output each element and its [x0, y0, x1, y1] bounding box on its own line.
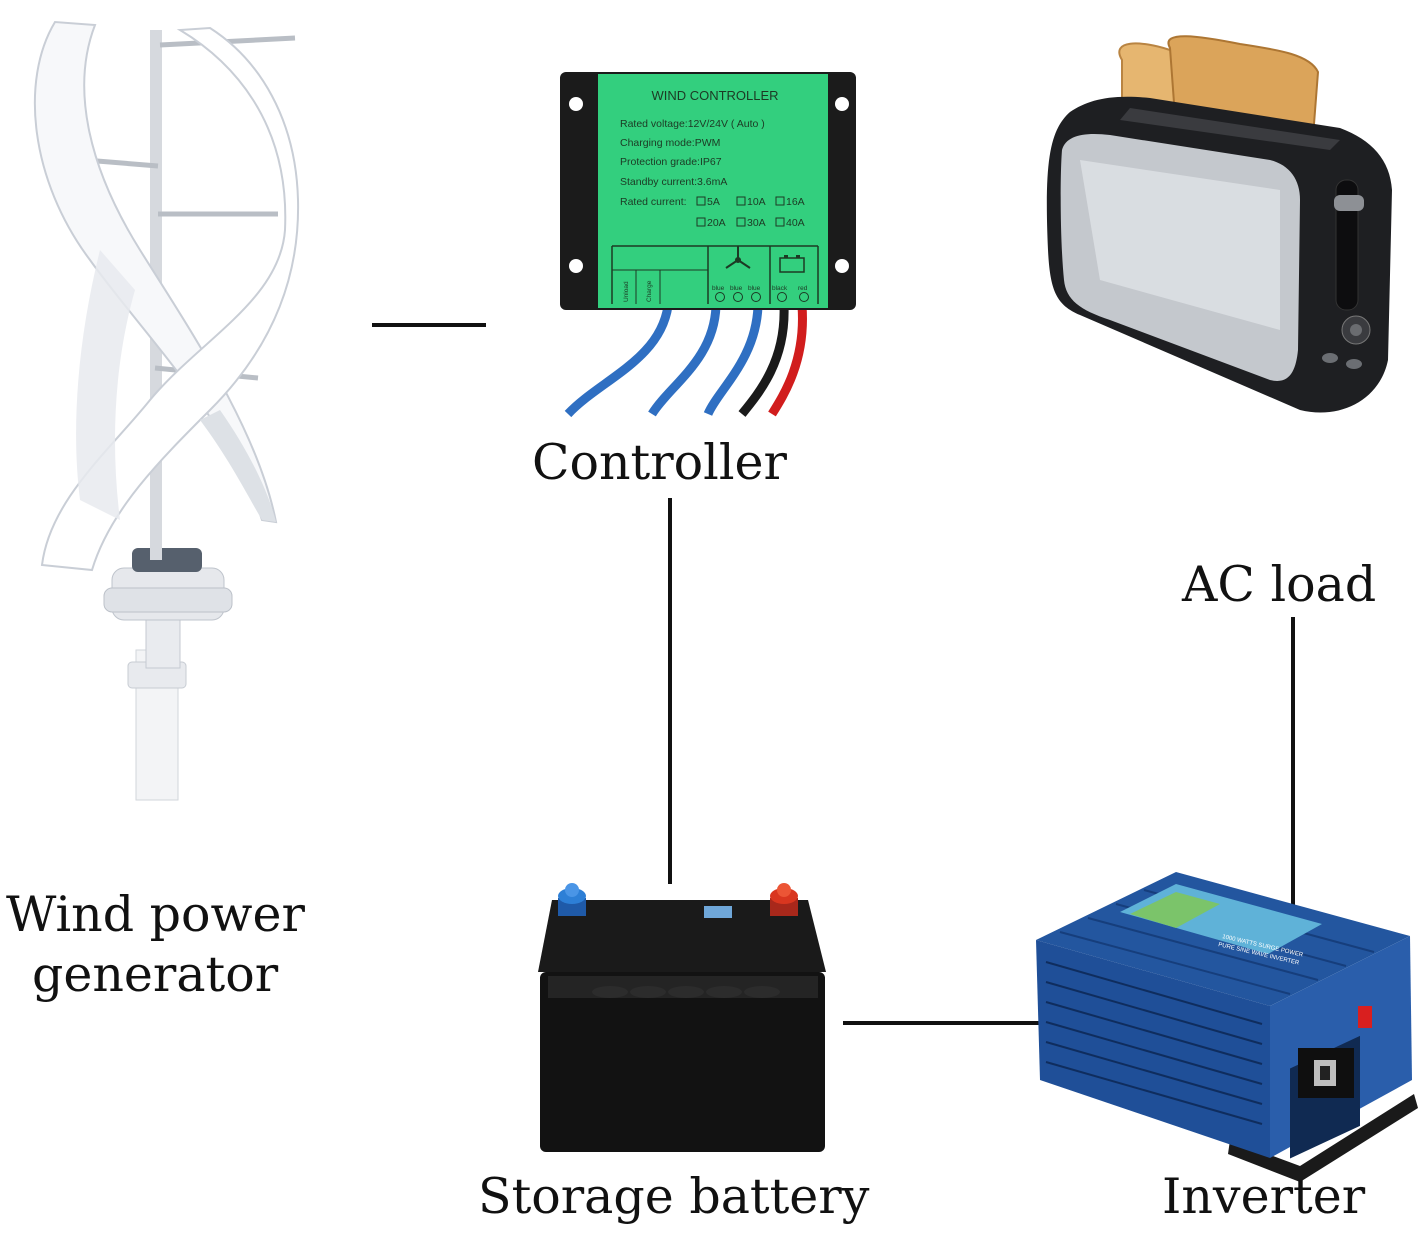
current-option-checkboxes [696, 196, 785, 227]
current-option-5a: 5A [707, 196, 720, 208]
controller-standby-current: Standby current:3.6mA [620, 176, 727, 188]
current-option-16a: 16A [786, 196, 805, 208]
label-wind-generator-line1: Wind power [6, 886, 305, 943]
controller-rated-current-label: Rated current: [620, 196, 687, 208]
wire-blue-3 [703, 305, 763, 416]
label-inverter: Inverter [1162, 1168, 1366, 1225]
label-storage-battery: Storage battery [478, 1168, 870, 1225]
controller-protection-grade: Protection grade:IP67 [620, 156, 722, 168]
wind-turbine-illustration [33, 20, 300, 801]
label-wind-generator-line2: generator [32, 946, 279, 1003]
battery-illustration [538, 883, 826, 1152]
controller-charge-label: Charge [646, 280, 653, 302]
controller-unload-label: Unload [623, 281, 630, 302]
wire-red [768, 305, 807, 417]
wire-label-red: red [798, 285, 808, 292]
controller-illustration: WIND CONTROLLER Rated voltage:12V/24V ( … [560, 72, 856, 418]
current-option-20a: 20A [707, 217, 726, 229]
toaster-illustration [1046, 35, 1392, 413]
label-controller: Controller [532, 434, 787, 491]
controller-title: WIND CONTROLLER [651, 88, 778, 103]
wire-label-blue-1: blue [712, 285, 725, 292]
current-option-30a: 30A [747, 217, 766, 229]
controller-rated-voltage: Rated voltage:12V/24V ( Auto ) [620, 118, 765, 130]
wire-black [738, 305, 789, 417]
wire-label-black: black [772, 285, 788, 292]
wire-label-blue-3: blue [748, 285, 761, 292]
inverter-illustration: 1000 WATTS SURGE POWER PURE SINE WAVE IN… [1036, 872, 1418, 1182]
current-option-10a: 10A [747, 196, 766, 208]
wire-blue-1 [564, 305, 673, 418]
label-ac-load: AC load [1182, 556, 1377, 613]
wire-label-blue-2: blue [730, 285, 743, 292]
wire-blue-2 [648, 305, 721, 417]
controller-charging-mode: Charging mode:PWM [620, 137, 720, 149]
current-option-40a: 40A [786, 217, 805, 229]
connector-lines [372, 323, 1295, 1025]
